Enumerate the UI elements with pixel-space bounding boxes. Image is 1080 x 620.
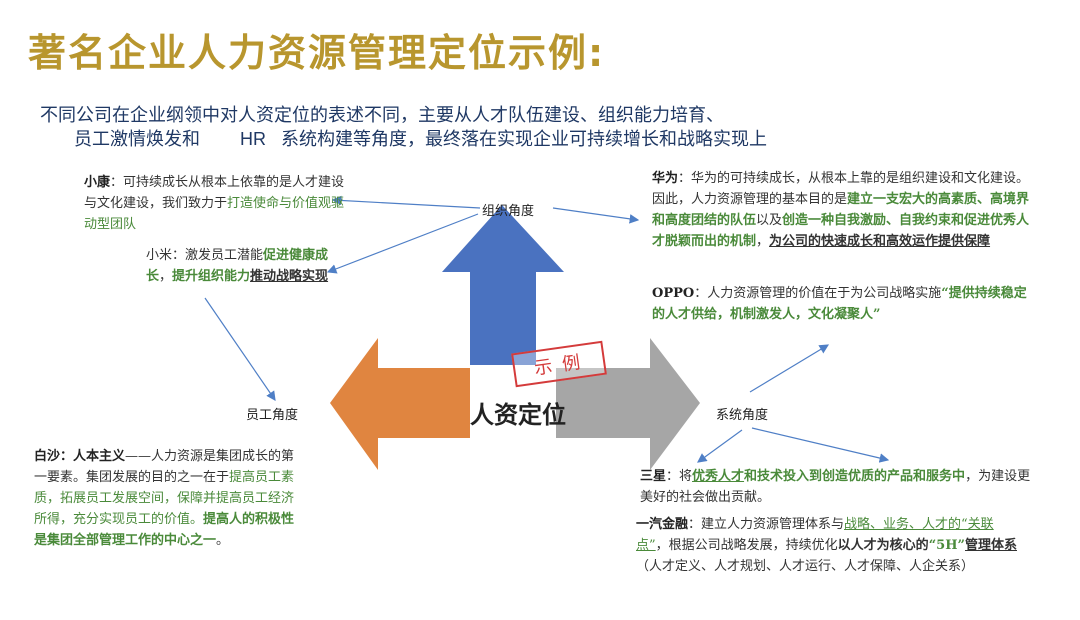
right-arrow-shape [556, 338, 700, 470]
node-sys: 系统角度 [716, 408, 769, 423]
connector-lines [204, 195, 890, 463]
huawei-text: 华为：华为的可持续成长，从根本上靠的是组织建设和文化建设。因此，人力资源管理的基… [652, 171, 1030, 249]
samsung-text: 三星：将优秀人才和技术投入到创造优质的产品和服务中，为建设更美好的社会做出贡献。 [640, 469, 1031, 505]
xiaokang-text: 小康：可持续成长从根本上依靠的是人才建设与文化建设，我们致力于打造使命与价值观驱… [84, 175, 345, 232]
page-title: 著名企业人力资源管理定位示例: [28, 31, 606, 75]
subtitle-line-1: 不同公司在企业纲领中对人资定位的表述不同，主要从人才队伍建设、组织能力培育、 [40, 105, 724, 125]
oppo-text: OPPO：人力资源管理的价值在于为公司战略实施“提供持续稳定的人才供给，机制激发… [652, 286, 1027, 322]
faw-text: 一汽金融：建立人力资源管理体系与战略、业务、人才的“关联点”，根据公司战略发展，… [636, 517, 1017, 574]
xiaomi-text: 小米：激发员工潜能促进健康成长，提升组织能力推动战略实现 [146, 248, 329, 284]
up-arrow-shape [442, 205, 564, 365]
node-org: 组织角度 [482, 204, 535, 219]
baisha-text: 白沙：人本主义——人力资源是集团成长的第一要素。集团发展的目的之一在于提高员工素… [34, 449, 295, 548]
node-emp: 员工角度 [246, 408, 299, 423]
left-arrow-shape [330, 338, 470, 470]
center-label: 人资定位 [470, 401, 566, 429]
page-subtitle: 不同公司在企业纲领中对人资定位的表述不同，主要从人才队伍建设、组织能力培育、 员… [40, 103, 1060, 151]
